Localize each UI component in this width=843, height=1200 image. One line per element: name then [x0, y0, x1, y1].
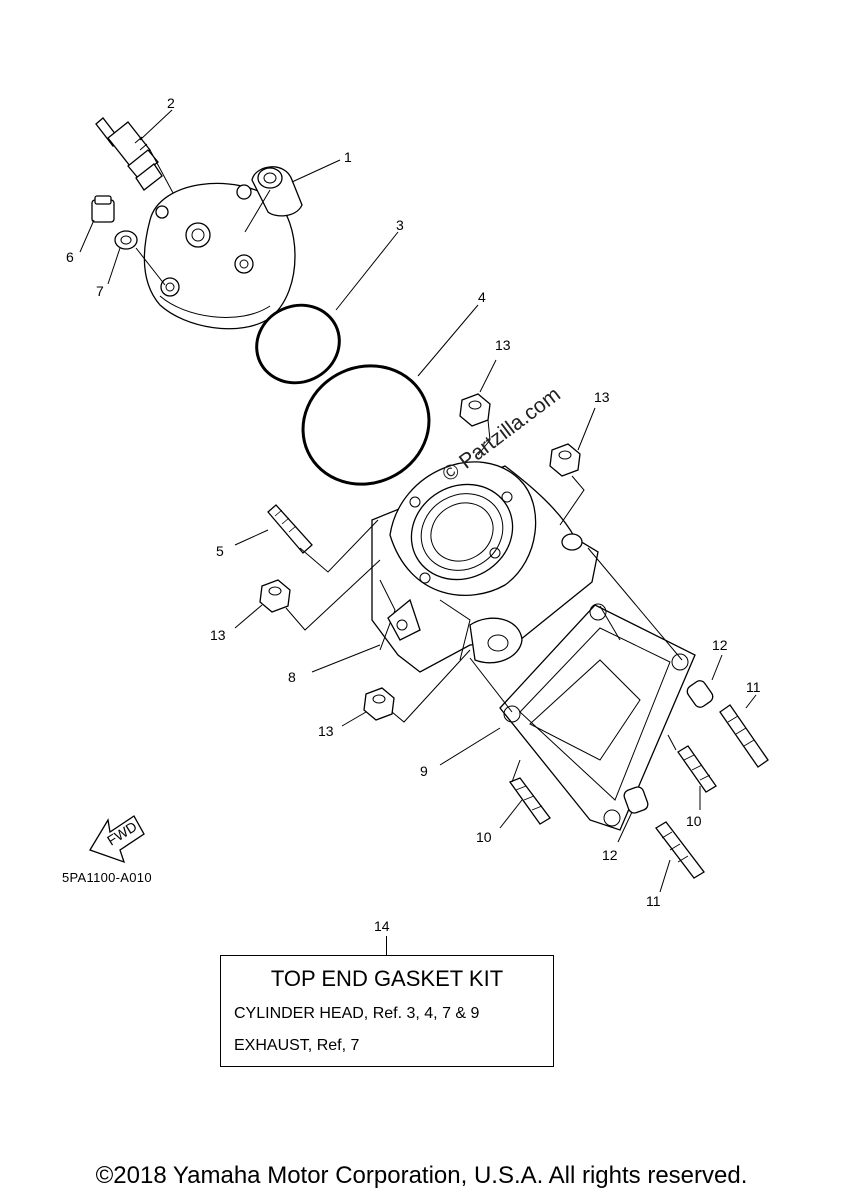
kit-callout: 14: [374, 918, 390, 934]
callout-1: 1: [344, 149, 352, 165]
nut-13c: [259, 579, 291, 613]
callout-7: 7: [96, 283, 104, 299]
cylinder-head: [143, 166, 303, 330]
callout-9: 9: [420, 763, 428, 779]
spark-plug: [95, 117, 163, 191]
callout-13b: 13: [594, 389, 610, 405]
kit-callout-leader: [386, 936, 387, 955]
stud-bolt-10a: [508, 777, 551, 825]
callout-2: 2: [167, 95, 175, 111]
callout-4: 4: [478, 289, 486, 305]
nut-13d: [363, 687, 395, 721]
head-o-ring-inner: [255, 303, 341, 385]
head-washer: [114, 230, 138, 250]
stud-bolt-5: [267, 504, 313, 554]
callout-10a: 10: [476, 829, 492, 845]
callout-5: 5: [216, 543, 224, 559]
callout-11a: 11: [746, 679, 761, 695]
dowel-pin-12b: [623, 786, 649, 814]
kit-line-exhaust: EXHAUST, Ref, 7: [234, 1037, 360, 1054]
head-nut: [91, 195, 115, 223]
callout-13a: 13: [495, 337, 511, 353]
callout-6: 6: [66, 249, 74, 265]
callout-13d: 13: [318, 723, 334, 739]
stud-bolt-10b: [677, 745, 717, 793]
callout-13c: 13: [210, 627, 226, 643]
callout-11b: 11: [646, 893, 661, 909]
copyright-footer: ©2018 Yamaha Motor Corporation, U.S.A. A…: [95, 1162, 748, 1189]
callout-10b: 10: [686, 813, 702, 829]
cylinder: [371, 461, 599, 673]
gasket-kit-box: TOP END GASKET KIT CYLINDER HEAD, Ref. 3…: [220, 955, 554, 1067]
cylinder-base-gasket: [499, 603, 696, 831]
fwd-arrow-icon: FWD: [89, 815, 145, 864]
stud-bolt-11b: [655, 821, 705, 879]
callout-8: 8: [288, 669, 296, 685]
callout-12b: 12: [602, 847, 618, 863]
kit-line-cylinder-head: CYLINDER HEAD, Ref. 3, 4, 7 & 9: [234, 1005, 480, 1022]
kit-title: TOP END GASKET KIT: [270, 966, 504, 991]
stud-bolt-11a: [719, 704, 769, 768]
callout-12a: 12: [712, 637, 728, 653]
head-o-ring-outer: [301, 364, 431, 486]
dowel-pin-12a: [686, 680, 714, 708]
callout-3: 3: [396, 217, 404, 233]
nut-13a: [459, 393, 491, 427]
diagram-code: 5PA1100-A010: [62, 870, 152, 885]
nut-13b: [549, 443, 581, 477]
